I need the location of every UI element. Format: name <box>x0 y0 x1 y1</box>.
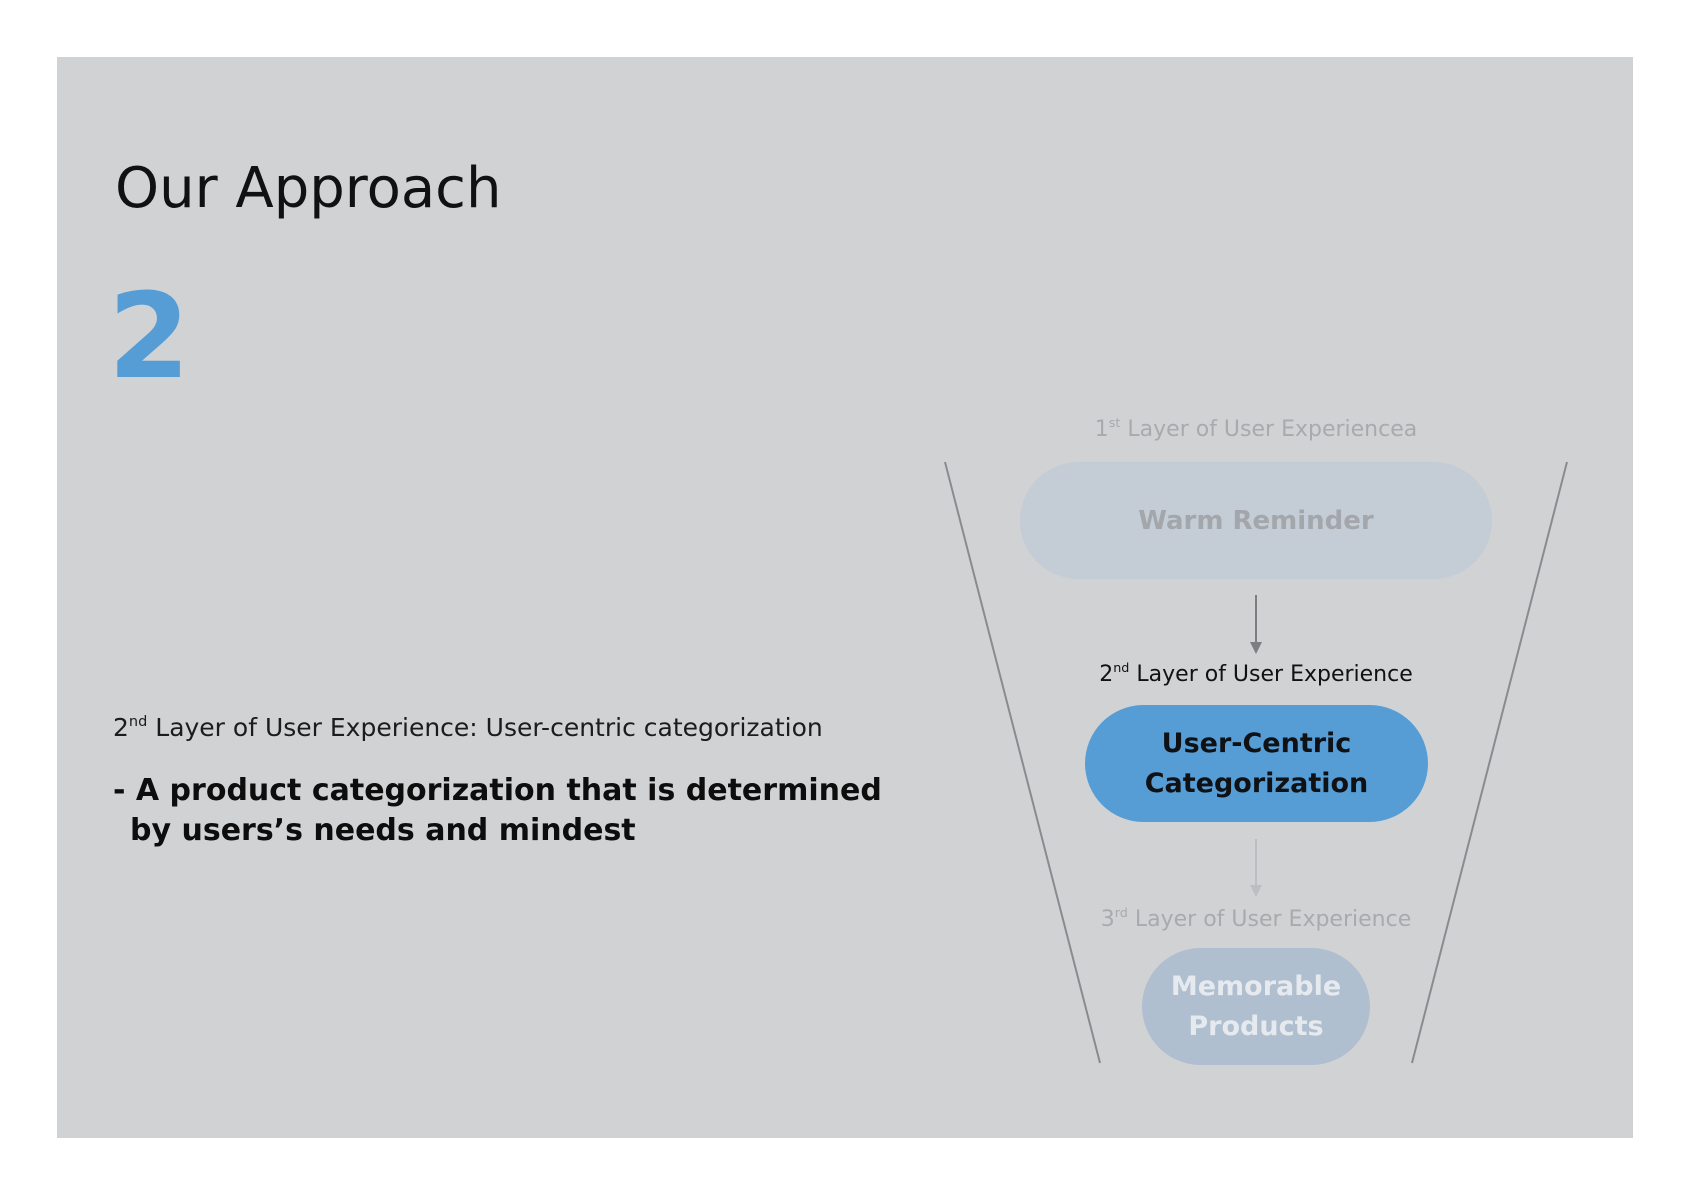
layer-1-pill-text: Warm Reminder <box>1138 505 1374 536</box>
layer-2-pill: User-Centric Categorization <box>1085 705 1428 822</box>
description-line-2: by users’s needs and mindest <box>130 813 636 848</box>
layer-description: - A product categorization that is deter… <box>113 771 893 851</box>
layer-1-pill: Warm Reminder <box>1020 462 1492 579</box>
layer-3-pill-line-2: Products <box>1188 1010 1324 1042</box>
layer-2-pill-line-1: User-Centric <box>1161 727 1352 759</box>
step-number: 2 <box>108 267 191 405</box>
layer-subtitle: 2nd Layer of User Experience: User-centr… <box>113 713 823 743</box>
layer-2-pill-line-2: Categorization <box>1144 767 1369 799</box>
description-line-1: - A product categorization that is deter… <box>113 773 882 808</box>
subtitle-ordinal-suffix: nd <box>128 713 148 730</box>
layer-2-label: 2nd Layer of User Experience <box>1099 661 1413 687</box>
layer-3-label: 3rd Layer of User Experience <box>1100 906 1412 932</box>
subtitle-ordinal: 2 <box>113 713 129 742</box>
layer-3-pill: Memorable Products <box>1142 948 1370 1065</box>
subtitle-text: Layer of User Experience: User-centric c… <box>147 713 823 742</box>
page-title: Our Approach <box>115 156 502 221</box>
slide: Our Approach 2 2nd Layer of User Experie… <box>57 57 1633 1138</box>
layer-1-label: 1st Layer of User Experiencea <box>1094 416 1418 442</box>
layer-3-pill-line-1: Memorable <box>1170 970 1342 1002</box>
